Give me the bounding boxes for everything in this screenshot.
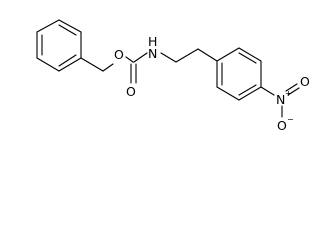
benzyl-ring [36,19,82,72]
atom-label-oxygen: O [126,84,136,99]
bond [216,86,240,101]
molecule-canvas: O O H N N + O O − [36,19,310,133]
bond [58,57,82,72]
bond [160,52,177,63]
atom-label-nitrogen: N [276,92,285,107]
negative-charge: − [287,115,294,124]
bond [133,52,148,63]
atom-label-hydrogen: H [148,34,157,49]
bond [175,48,199,63]
double-bond-inner [58,54,77,67]
bond [238,86,262,101]
bond [102,63,114,72]
double-bond-inner [238,52,257,64]
atom-label-oxygen: O [300,74,310,89]
double-bond-inner [238,84,257,96]
bond [216,47,240,62]
bond [36,19,60,33]
double-bond [287,87,300,96]
bond [260,86,275,96]
atom-label-oxygen: O [277,118,287,133]
nitrophenyl-ring [216,47,262,101]
bond [238,47,262,62]
positive-charge: + [285,89,292,98]
bond [36,57,60,72]
atom-label-oxygen: O [114,47,124,62]
double-bond [285,83,298,92]
bond [80,57,104,72]
bond [125,56,134,63]
benzyl-nitrophenethyl-carbamate-structure: O O H N N + O O − [36,19,310,133]
bond [197,48,218,62]
double-bond-inner [58,24,77,36]
bond [58,19,82,33]
atom-label-nitrogen: N [148,46,157,61]
